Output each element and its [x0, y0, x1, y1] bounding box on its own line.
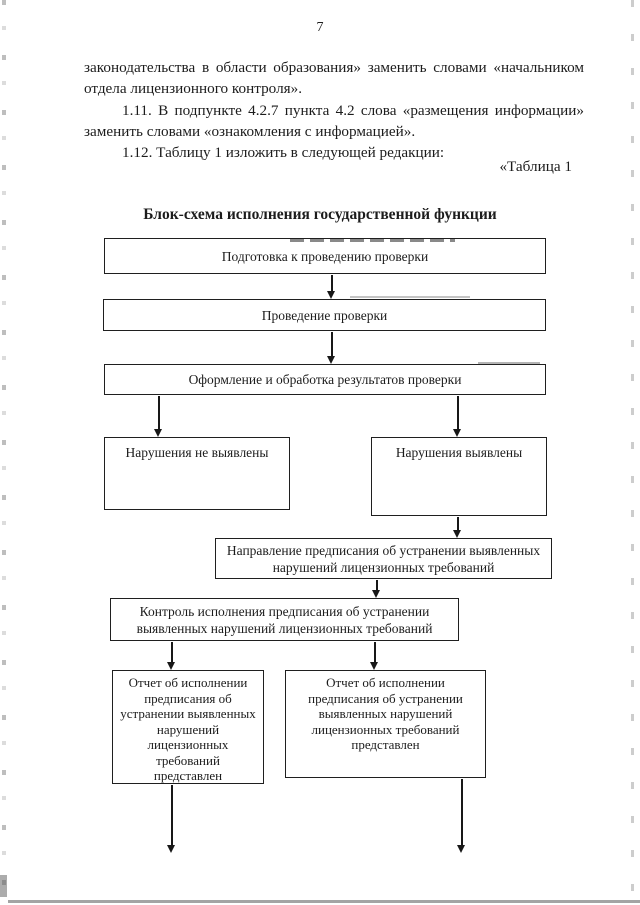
- arrow-down-icon: [327, 332, 337, 364]
- body-text: законодательства в области образования» …: [84, 57, 584, 163]
- flow-box-no-violations: Нарушения не выявлены: [104, 437, 290, 510]
- paragraph-1-11: 1.11. В подпункте 4.2.7 пункта 4.2 слова…: [84, 101, 584, 140]
- flow-box-results-processing: Оформление и обработка результатов прове…: [104, 364, 546, 395]
- flow-box-report-submitted-left: Отчет об исполнении предписания об устра…: [112, 670, 264, 784]
- scan-noise: [350, 296, 470, 298]
- flow-box-directive-issued: Направление предписания об устранении вы…: [215, 538, 552, 579]
- arrow-down-icon: [453, 517, 463, 538]
- table-caption: «Таблица 1: [499, 158, 572, 175]
- scan-edge-right: [631, 0, 634, 905]
- arrow-down-icon: [167, 785, 177, 853]
- arrow-down-icon: [327, 275, 337, 299]
- scan-edge-bottom: [8, 900, 640, 903]
- scan-noise: [0, 875, 7, 897]
- flow-box-inspection: Проведение проверки: [103, 299, 546, 331]
- flow-box-preparation: Подготовка к проведению проверки: [104, 238, 546, 274]
- arrow-down-icon: [453, 396, 463, 437]
- scan-noise: [478, 362, 540, 365]
- flow-box-directive-control: Контроль исполнения предписания об устра…: [110, 598, 459, 641]
- scan-edge-left: [2, 0, 6, 905]
- flowchart-title: Блок-схема исполнения государственной фу…: [143, 206, 497, 223]
- page-number: 7: [316, 20, 324, 35]
- flow-box-violations-found: Нарушения выявлены: [371, 437, 547, 516]
- arrow-down-icon: [457, 779, 467, 853]
- paragraph-continued: законодательства в области образования» …: [84, 59, 584, 98]
- scan-noise: [290, 239, 455, 242]
- flow-box-report-submitted-right: Отчет об исполнении предписания об устра…: [285, 670, 486, 778]
- arrow-down-icon: [372, 580, 382, 598]
- arrow-down-icon: [154, 396, 164, 437]
- arrow-down-icon: [370, 642, 380, 670]
- arrow-down-icon: [167, 642, 177, 670]
- paragraph-1-12: 1.12. Таблицу 1 изложить в следующей ред…: [122, 144, 445, 162]
